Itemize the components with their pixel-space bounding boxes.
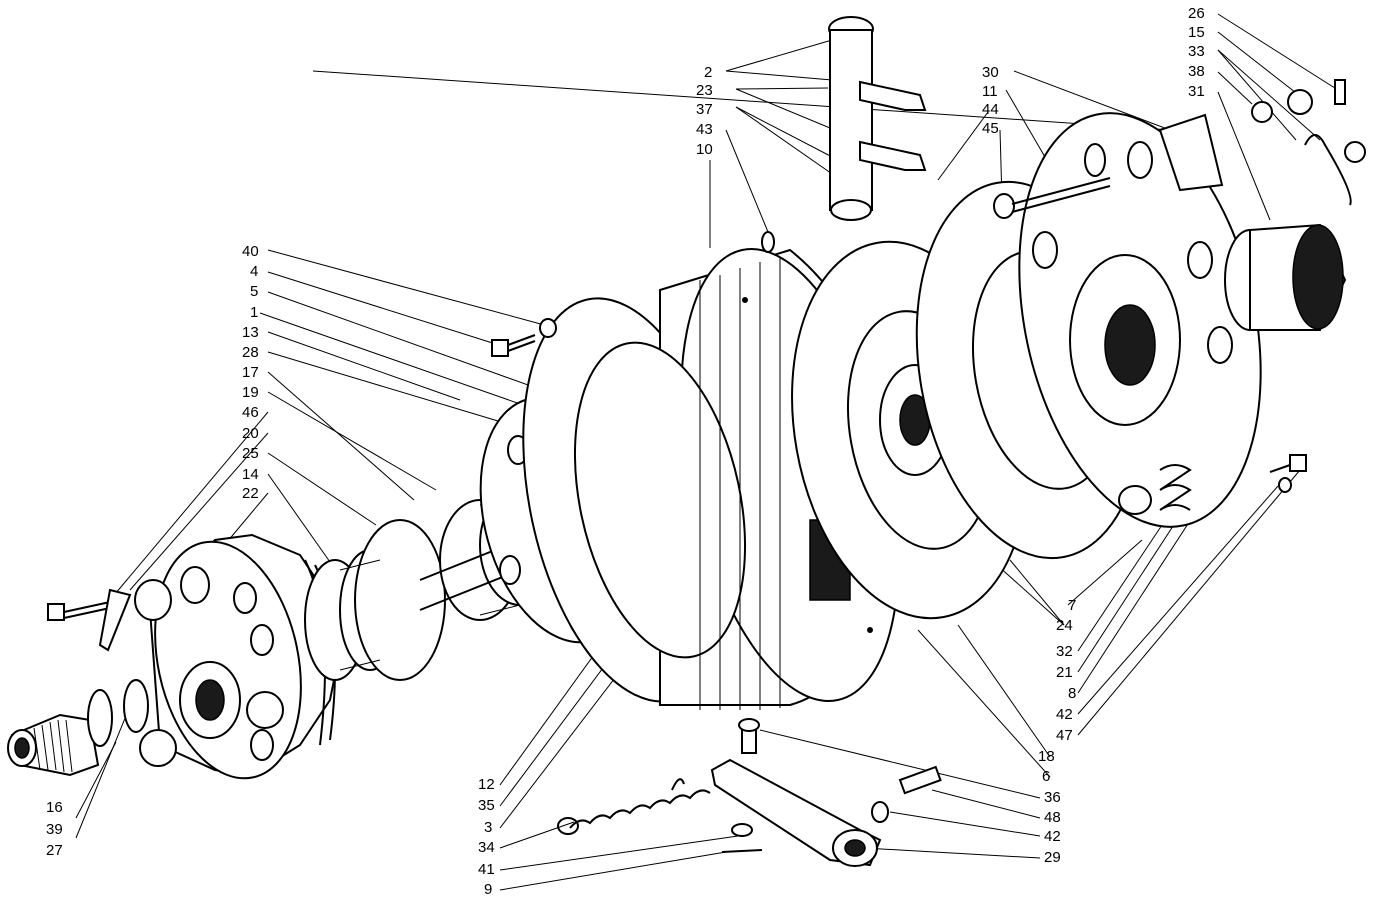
small-bolts-part xyxy=(491,231,775,357)
cover-plate-part xyxy=(1018,112,1262,528)
label-26: 26 xyxy=(1188,5,1205,22)
release-fork-part xyxy=(828,16,927,221)
label-8: 8 xyxy=(1068,685,1076,702)
label-12: 12 xyxy=(478,776,495,793)
bolt-46-part xyxy=(47,588,132,652)
label-14: 14 xyxy=(242,466,259,483)
label-11: 11 xyxy=(982,83,998,100)
label-9: 9 xyxy=(484,881,492,898)
label-48: 48 xyxy=(1044,809,1061,826)
label-16: 16 xyxy=(46,799,63,816)
label-27: 27 xyxy=(46,842,63,859)
label-4: 4 xyxy=(250,263,258,280)
label-43: 43 xyxy=(696,121,713,138)
label-42-bottom: 42 xyxy=(1044,828,1061,845)
label-10: 10 xyxy=(696,141,713,158)
label-1: 1 xyxy=(250,304,258,321)
label-21: 21 xyxy=(1056,664,1073,681)
top-right-clips-part xyxy=(1158,79,1366,206)
label-40: 40 xyxy=(242,243,259,260)
label-37: 37 xyxy=(696,101,713,118)
label-18: 18 xyxy=(1038,748,1055,765)
release-bearing-part xyxy=(1224,223,1347,331)
label-42-right: 42 xyxy=(1056,706,1073,723)
label-6: 6 xyxy=(1042,768,1050,785)
label-24: 24 xyxy=(1056,617,1073,634)
label-29: 29 xyxy=(1044,849,1061,866)
label-19: 19 xyxy=(242,384,259,401)
label-44: 44 xyxy=(982,101,999,118)
tension-spring-part xyxy=(557,778,763,853)
part-labels: 2 23 37 43 10 30 11 44 45 26 15 33 38 31… xyxy=(46,5,1205,898)
label-47: 47 xyxy=(1056,727,1073,744)
label-25: 25 xyxy=(242,445,259,462)
label-41: 41 xyxy=(478,861,495,878)
label-31: 31 xyxy=(1188,83,1205,100)
label-33: 33 xyxy=(1188,43,1205,60)
long-bolt-part xyxy=(993,177,1111,219)
label-17: 17 xyxy=(242,364,259,381)
label-35: 35 xyxy=(478,797,495,814)
label-38: 38 xyxy=(1188,63,1205,80)
lever-arm-part xyxy=(710,718,942,867)
label-30: 30 xyxy=(982,64,999,81)
coupling-nut-part xyxy=(7,679,149,777)
label-23: 23 xyxy=(696,82,713,99)
label-5: 5 xyxy=(250,283,258,300)
label-3: 3 xyxy=(484,819,492,836)
label-15: 15 xyxy=(1188,24,1205,41)
label-13: 13 xyxy=(242,324,259,341)
label-36: 36 xyxy=(1044,789,1061,806)
label-22: 22 xyxy=(242,485,259,502)
spring-part xyxy=(1118,454,1307,515)
label-34: 34 xyxy=(478,839,495,856)
label-32: 32 xyxy=(1056,643,1073,660)
label-39: 39 xyxy=(46,821,63,838)
label-20: 20 xyxy=(242,425,259,442)
label-45: 45 xyxy=(982,120,999,137)
coupling-flange-part xyxy=(134,533,342,780)
label-46: 46 xyxy=(242,404,259,421)
label-28: 28 xyxy=(242,344,259,361)
label-2: 2 xyxy=(704,64,712,81)
label-7: 7 xyxy=(1068,597,1076,614)
